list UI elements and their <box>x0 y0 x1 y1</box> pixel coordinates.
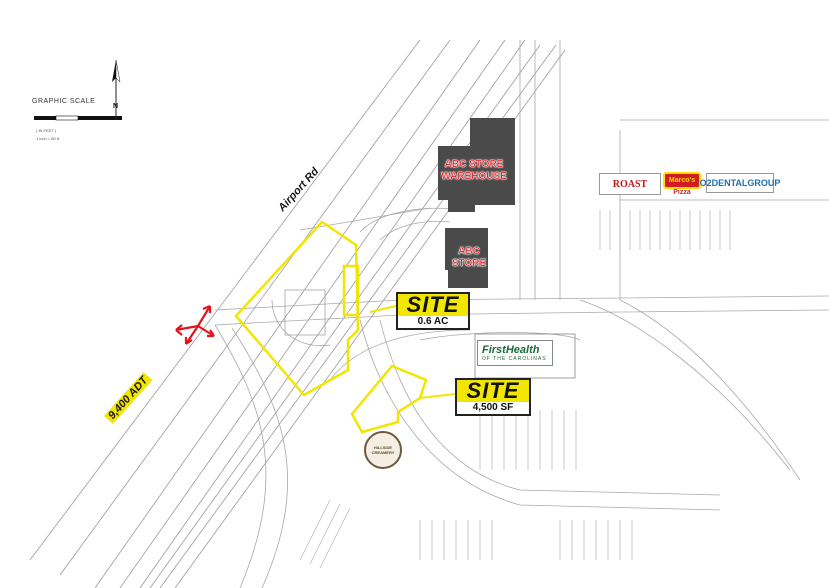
firsthealth-logo-tagline: OF THE CAROLINAS <box>482 355 547 362</box>
graphic-scale-ratio: 1 inch = 80 ft. <box>36 136 61 141</box>
creamery-logo-line1: HILLSIDE <box>373 445 393 450</box>
site-leader-1 <box>369 305 397 313</box>
o2-dental-logo: O2DENTALGROUP <box>700 173 780 193</box>
creamery-logo-line2: CREAMERY <box>371 450 395 455</box>
parking-stripes <box>299 210 731 569</box>
roast-logo-text: ROAST <box>612 178 648 190</box>
firsthealth-logo-name: FirstHealth <box>482 343 540 356</box>
site-callout-2-word: SITE <box>457 380 529 402</box>
marcos-logo-badge: Marco's <box>662 172 702 189</box>
site1-internal-lines <box>271 289 331 347</box>
o2-dental-logo-text: O2DENTALGROUP <box>699 178 781 188</box>
marcos-logo-text: Pizza <box>673 189 691 196</box>
roast-logo: ROAST <box>599 173 661 195</box>
street-lines <box>214 40 829 588</box>
graphic-scale-bar <box>34 115 122 121</box>
site-outline-2 <box>350 364 428 434</box>
firsthealth-logo: FirstHealth OF THE CAROLINAS <box>477 340 553 366</box>
warehouse-building <box>438 118 515 212</box>
abc-store-warehouse-label: ABC STORE WAREHOUSE <box>441 159 507 182</box>
highway-lines <box>29 39 566 588</box>
site-callout-2-size: 4,500 SF <box>472 402 514 413</box>
north-arrow-icon <box>112 59 121 120</box>
abc-store-label: ABC STORE <box>451 246 487 269</box>
hillside-creamery-logo: HILLSIDE CREAMERY <box>364 431 402 469</box>
site-callout-2: SITE 4,500 SF <box>455 378 531 416</box>
site-leader-2 <box>419 393 456 399</box>
north-letter: N <box>113 103 118 110</box>
site-outline-1 <box>234 220 360 397</box>
site-callout-1-word: SITE <box>398 294 468 316</box>
site-callout-1-size: 0.6 AC <box>417 316 449 327</box>
abc-store-building <box>445 228 488 288</box>
site-outline-1b <box>342 264 360 317</box>
site-callout-1: SITE 0.6 AC <box>396 292 470 330</box>
graphic-scale-title: GRAPHIC SCALE <box>32 98 96 105</box>
graphic-scale-unit: ( IN FEET ) <box>36 128 57 133</box>
marcos-pizza-logo: Marco's Pizza <box>662 167 702 201</box>
access-arrows-icon <box>175 304 215 345</box>
